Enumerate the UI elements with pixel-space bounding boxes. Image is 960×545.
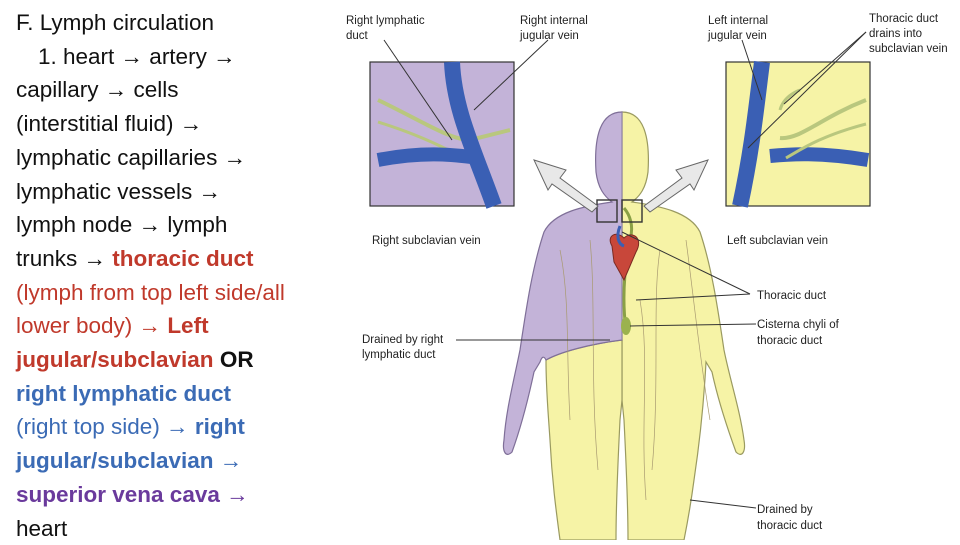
arrow-to-left-inset	[643, 159, 709, 213]
cisterna-chyli	[621, 317, 631, 335]
body-right-drained-region	[502, 111, 623, 455]
step-line-14: superior vena cava →	[16, 481, 249, 507]
right-junction-marker	[596, 199, 618, 223]
right-term: right	[194, 414, 245, 440]
arrow-to-right-inset	[533, 159, 599, 213]
step-line-8: (lymph from top left side/all	[16, 279, 285, 305]
thoracic-duct-term: thoracic duct	[112, 245, 254, 271]
step-line-9a: lower body) →	[16, 313, 168, 339]
step-line-12: (right top side) → right	[16, 410, 361, 444]
step-line-9: lower body) → Left	[16, 309, 361, 343]
leader-lines	[383, 31, 867, 509]
left-inset-box	[725, 61, 871, 208]
step-line-13: jugular/subclavian →	[16, 448, 243, 474]
step-line-3: (interstitial fluid) →	[16, 111, 203, 137]
step-line-10: jugular/subclavian OR	[16, 343, 361, 377]
step-line-7a: trunks →	[16, 245, 113, 271]
left-term: Left	[167, 313, 209, 339]
step-line-7: trunks → thoracic duct	[16, 242, 361, 276]
left-junction-marker	[621, 199, 643, 223]
right-inset-box	[369, 61, 515, 209]
left-jugular-term: jugular/subclavian	[16, 347, 214, 373]
step-line-15: heart	[16, 515, 68, 541]
heart-icon	[609, 225, 640, 282]
label-left-subclavian-vein: Left subclavian vein	[727, 235, 828, 247]
step-line-12a: (right top side) →	[16, 414, 195, 440]
slide-heading: F. Lymph circulation	[16, 10, 214, 35]
step-line-2: capillary → cells	[16, 77, 179, 103]
slide-text-block: F. Lymph circulation 1. heart → artery →…	[16, 6, 361, 545]
step-line-11: right lymphatic duct	[16, 380, 232, 406]
or-term: OR	[213, 347, 254, 373]
label-thoracic-duct: Thoracic duct	[757, 290, 827, 302]
step-line-6: lymph node → lymph	[16, 212, 228, 238]
body-right-lower-region	[545, 339, 623, 540]
step-line-5: lymphatic vessels →	[16, 178, 222, 204]
step-line-4: lymphatic capillaries →	[16, 144, 247, 170]
lymph-vessel-network	[559, 239, 711, 501]
label-right-subclavian-vein: Right subclavian vein	[372, 235, 481, 247]
step-line-1: 1. heart → artery →	[38, 43, 236, 69]
